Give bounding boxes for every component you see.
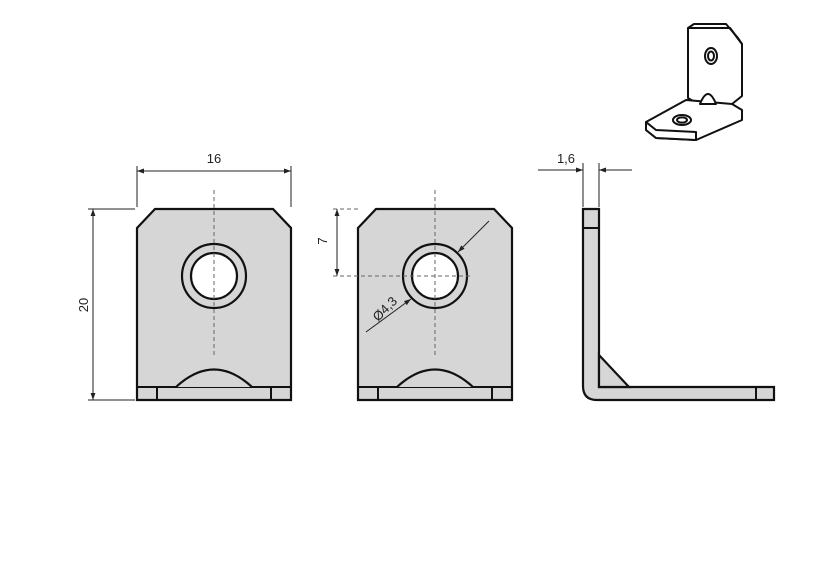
l-profile-outline (581, 207, 776, 402)
thickness-dimension-label: 1,6 (557, 151, 575, 166)
front-view-middle (333, 190, 514, 402)
height-dimension-label: 20 (76, 298, 91, 312)
width-dimension-label: 16 (207, 151, 221, 166)
reinforcement-rib (396, 368, 474, 388)
reinforcement-rib (175, 368, 253, 388)
hole-offset-dimension: 7 (315, 209, 340, 276)
hole-offset-dimension-label: 7 (315, 237, 330, 244)
thickness-dimension: 1,6 (538, 151, 632, 207)
side-rib (597, 352, 632, 389)
side-view (581, 207, 776, 402)
width-dimension: 16 (136, 151, 292, 207)
isometric-bracket-view (645, 23, 743, 141)
front-view-left (135, 190, 293, 402)
height-dimension: 20 (76, 208, 135, 401)
